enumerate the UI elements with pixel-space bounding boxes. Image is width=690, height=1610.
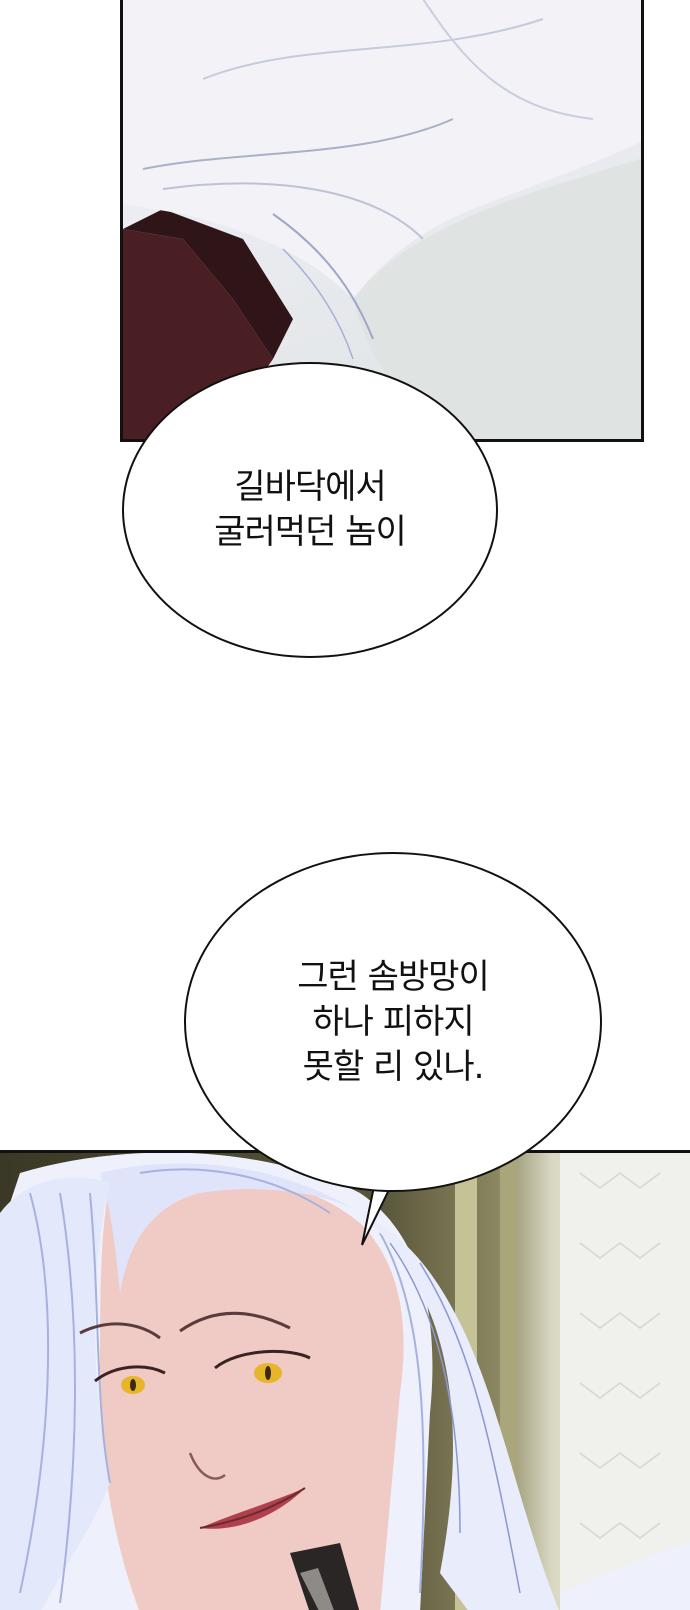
speech-bubble-1: 길바닥에서 굴러먹던 놈이 [122, 362, 498, 658]
speech-text-1: 길바닥에서 굴러먹던 놈이 [214, 467, 406, 552]
character-illustration [0, 1153, 690, 1610]
speech-bubble-2: 그런 솜방망이 하나 피하지 못할 리 있나. [184, 852, 602, 1192]
speech-text-2: 그런 솜방망이 하나 피하지 못할 리 있나. [297, 956, 489, 1087]
comic-panel-bottom [0, 1150, 690, 1610]
